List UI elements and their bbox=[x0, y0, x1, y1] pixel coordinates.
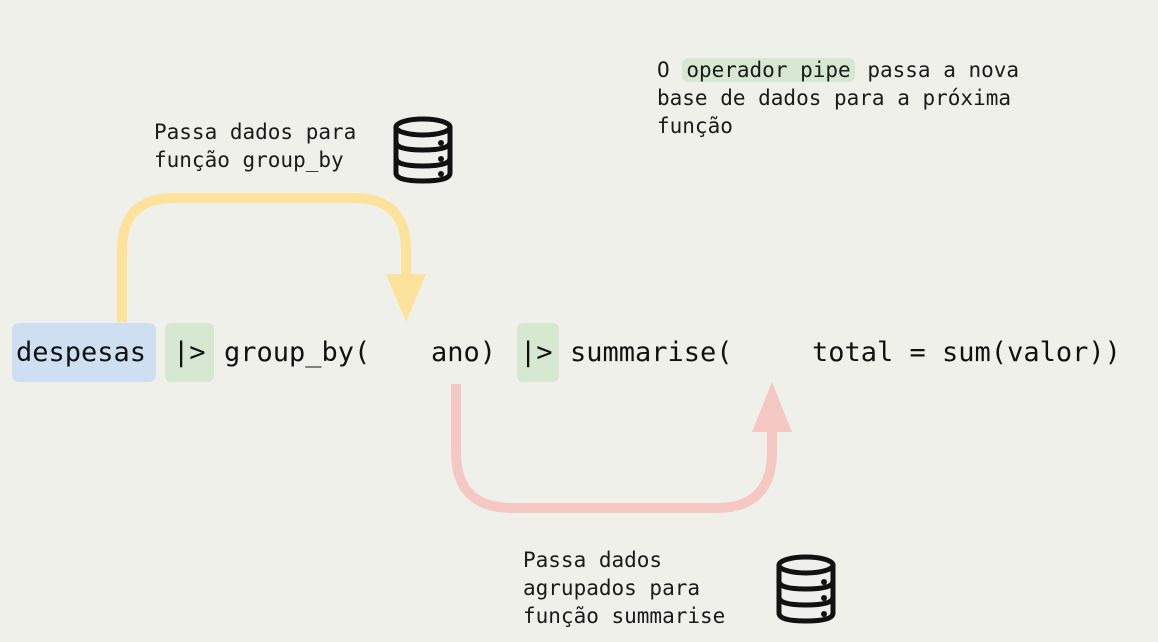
code-func2: summarise( bbox=[570, 337, 733, 368]
note-top-line1: Passa dados para bbox=[154, 120, 357, 144]
code-arg1: ano) bbox=[431, 337, 497, 368]
code-pipe2: |> bbox=[520, 337, 553, 368]
database-icon bbox=[776, 554, 836, 624]
code-object: despesas bbox=[16, 337, 147, 368]
note-pipe-line2: base de dados para a próxima bbox=[657, 86, 1012, 110]
note-pipe-line3: função bbox=[657, 114, 733, 138]
pipe1-highlight bbox=[165, 323, 214, 382]
database-icon bbox=[393, 116, 453, 184]
note-pipe-prefix: O bbox=[657, 58, 670, 82]
note-pipe-highlight: operador pipe bbox=[682, 58, 855, 82]
note-bottom-line1: Passa dados bbox=[523, 548, 663, 572]
arrow-bottom-head bbox=[752, 382, 792, 432]
code-arg2: total = sum(valor)) bbox=[812, 337, 1121, 368]
arrow-top-head bbox=[386, 274, 426, 322]
arrow-bottom bbox=[451, 384, 777, 513]
code-func1: group_by( bbox=[224, 337, 371, 368]
pipe2-highlight bbox=[517, 323, 559, 382]
note-bottom-line2: agrupados para bbox=[523, 576, 701, 600]
object-highlight bbox=[12, 323, 156, 382]
note-pipe: O operador pipe passa a nova base de dad… bbox=[657, 56, 1019, 140]
note-top: Passa dados para função group_by bbox=[154, 118, 356, 174]
note-bottom-line3: função summarise bbox=[523, 604, 726, 628]
note-top-line2: função group_by bbox=[154, 148, 344, 172]
note-bottom: Passa dados agrupados para função summar… bbox=[523, 546, 725, 630]
code-pipe1: |> bbox=[173, 337, 206, 368]
note-pipe-line1: O operador pipe passa a nova bbox=[657, 56, 1019, 84]
arrow-top bbox=[117, 193, 411, 322]
note-pipe-suffix: passa a nova bbox=[867, 58, 1020, 82]
